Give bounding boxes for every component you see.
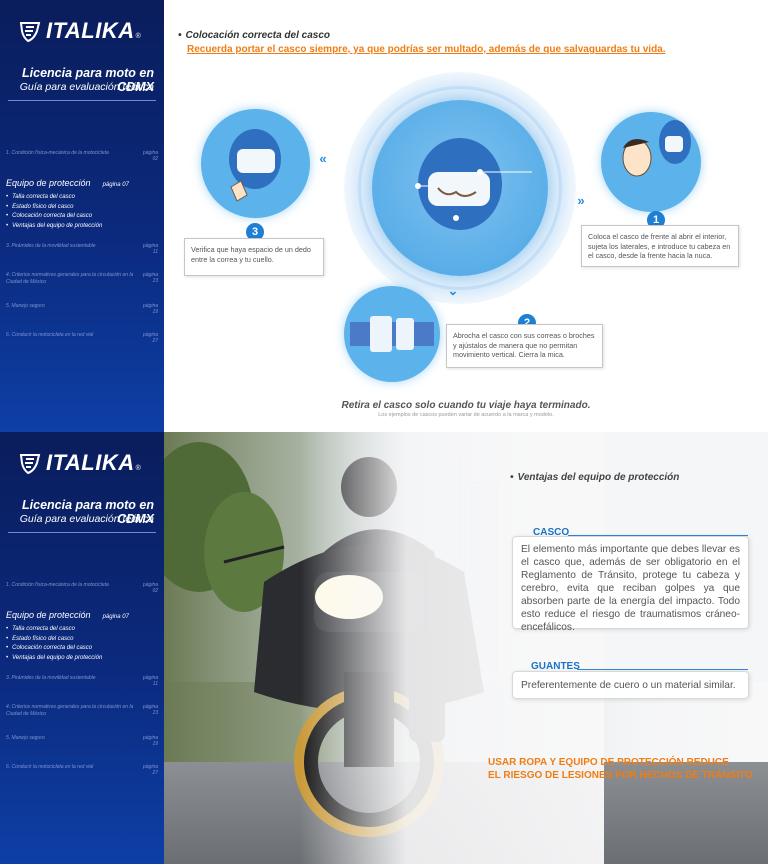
footer-note: Retira el casco solo cuando tu viaje hay… [341,400,591,411]
section-heading-text: Ventajas del equipo de protección [517,472,680,483]
italika-shield-icon [19,22,41,43]
guantes-title: GUANTES [531,661,580,672]
nav-item-criterios[interactable]: 4. Criterios normativos generales para l… [6,272,158,286]
nav-item-condicion[interactable]: 1. Condición física-mecánica de la motoc… [6,582,158,594]
nav-item-page: página 27 [142,332,158,344]
nav-item-conducir[interactable]: 6. Conducir la motocicleta en la red via… [6,332,158,344]
helmet-finger-icon [229,129,281,202]
sidebar: ITALIKA ® Licencia para moto en CDMX Guí… [0,0,164,432]
step3-card: Verifica que haya espacio de un dedo ent… [184,238,324,276]
section-heading: •Ventajas del equipo de protección [510,472,680,483]
nav-item-page: página 19 [142,735,158,747]
nav-item-page: página 27 [142,764,158,776]
chevron-down-icon: ⌄ [447,283,459,298]
nav-subitem-estado[interactable]: Estado físico del casco [6,203,158,213]
warning-message: USAR ROPA Y EQUIPO DE PROTECCIÓN REDUCE … [488,756,753,782]
nav-item-condicion[interactable]: 1. Condición física-mecánica de la motoc… [6,150,158,162]
chevron-left-icon: « [319,151,327,166]
step2-card: Abrocha el casco con sus correas o broch… [446,324,603,368]
nav-item-label: 6. Conducir la motocicleta en la red via… [6,764,94,770]
brand-logo: ITALIKA ® [18,16,148,46]
nav-item-piramides[interactable]: 3. Pirámides de la movilidad sustentable… [6,243,158,255]
buckle-icon [350,316,434,352]
nav-item-page: página 02 [142,150,158,162]
step1-badge: 1 [647,211,665,229]
nav-item-label: Equipo de protección [6,610,91,620]
casco-box: El elemento más importante que debes lle… [512,536,749,633]
chevron-right-icon: » [577,193,585,208]
nav-item-manejo[interactable]: 5. Manejo seguro página 19 [6,735,158,747]
nav-item-label: 5. Manejo seguro [6,735,45,741]
nav-item-conducir[interactable]: 6. Conducir la motocicleta en la red via… [6,764,158,776]
nav-subitem-ventajas[interactable]: Ventajas del equipo de protección [6,654,158,664]
nav-subitems: Talla correcta del casco Estado físico d… [6,625,158,663]
nav-subitems: Talla correcta del casco Estado físico d… [6,193,158,231]
face-helmet-icon [622,120,691,177]
nav-item-equipo[interactable]: Equipo de protección página 07 Talla cor… [6,610,158,663]
sidebar-divider [8,532,156,533]
step1-circle [601,112,701,212]
sidebar-subtitle: Guía para evaluación teórica [19,81,154,93]
step3-circle [201,109,310,218]
section-heading-text: Colocación correcta del casco [185,30,331,41]
casco-title: CASCO [533,527,570,538]
brand-name: ITALIKA [46,18,135,43]
brand-registered: ® [135,33,141,40]
nav-item-manejo[interactable]: 5. Manejo seguro página 19 [6,303,158,315]
nav-subitem-talla[interactable]: Talla correcta del casco [6,193,158,203]
sidebar-divider [8,100,156,101]
nav-subitem-colocacion[interactable]: Colocación correcta del casco [6,212,158,222]
nav-subitem-talla[interactable]: Talla correcta del casco [6,625,158,635]
footer-disclaimer: Los ejemplos de cascos pueden variar de … [378,412,554,418]
brand-name: ITALIKA [46,450,135,475]
brand-registered: ® [135,465,141,472]
sidebar: ITALIKA ® Licencia para moto en CDMX Guí… [0,432,164,864]
step3-badge: 3 [246,223,264,241]
guantes-box: Preferentemente de cuero o un material s… [512,671,749,699]
nav-item-page: página 19 [142,303,158,315]
nav-item-label: 6. Conducir la motocicleta en la red via… [6,332,94,338]
center-helmet-circle [372,100,548,276]
nav-item-label: 1. Condición física-mecánica de la motoc… [6,582,109,588]
nav-item-label: 4. Criterios normativos generales para l… [6,704,134,717]
nav-item-page: página 13 [142,272,158,284]
nav-item-label: 3. Pirámides de la movilidad sustentable [6,243,96,249]
nav-item-label: 5. Manejo seguro [6,303,45,309]
italika-shield-icon [19,454,41,475]
nav-subitem-ventajas[interactable]: Ventajas del equipo de protección [6,222,158,232]
helmet-icon [415,138,532,230]
sidebar-title: Licencia para moto en CDMX [22,498,154,526]
sidebar-subtitle: Guía para evaluación teórica [19,513,154,525]
page-colocacion: ITALIKA ® Licencia para moto en CDMX Guí… [0,0,768,432]
nav-item-page: página 11 [142,675,158,687]
sidebar-nav: 1. Condición física-mecánica de la motoc… [6,582,158,776]
nav-item-page: página 11 [142,243,158,255]
nav-item-equipo[interactable]: Equipo de protección página 07 Talla cor… [6,178,158,231]
page-ventajas: ITALIKA ® Licencia para moto en CDMX Guí… [0,432,768,864]
nav-item-criterios[interactable]: 4. Criterios normativos generales para l… [6,704,158,718]
warning-line-2: EL RIESGO DE LESIONES POR HECHOS DE TRÁN… [488,770,753,781]
brand-logo: ITALIKA ® [18,448,148,478]
section-heading: •Colocación correcta del casco [178,30,331,41]
nav-item-page: página 02 [142,582,158,594]
guantes-title-rule [577,669,748,670]
nav-item-page: página 07 [102,614,129,620]
nav-item-piramides[interactable]: 3. Pirámides de la movilidad sustentable… [6,675,158,687]
nav-item-label: Equipo de protección [6,178,91,188]
nav-item-label: 1. Condición física-mecánica de la motoc… [6,150,109,156]
nav-item-page: página 13 [142,704,158,716]
nav-item-label: 4. Criterios normativos generales para l… [6,272,134,285]
nav-subitem-colocacion[interactable]: Colocación correcta del casco [6,644,158,654]
nav-subitem-estado[interactable]: Estado físico del casco [6,635,158,645]
warning-line-1: USAR ROPA Y EQUIPO DE PROTECCIÓN REDUCE [488,757,729,768]
step1-card: Coloca el casco de frente al abrir el in… [581,225,739,267]
nav-item-label: 3. Pirámides de la movilidad sustentable [6,675,96,681]
section-subheading: Recuerda portar el casco siempre, ya que… [187,44,666,55]
nav-item-page: página 07 [102,182,129,188]
photo-fade-overlay [300,432,604,864]
sidebar-title: Licencia para moto en CDMX [22,66,154,94]
sidebar-nav: 1. Condición física-mecánica de la motoc… [6,150,158,344]
casco-title-rule [568,535,748,536]
step2-circle [344,286,440,382]
